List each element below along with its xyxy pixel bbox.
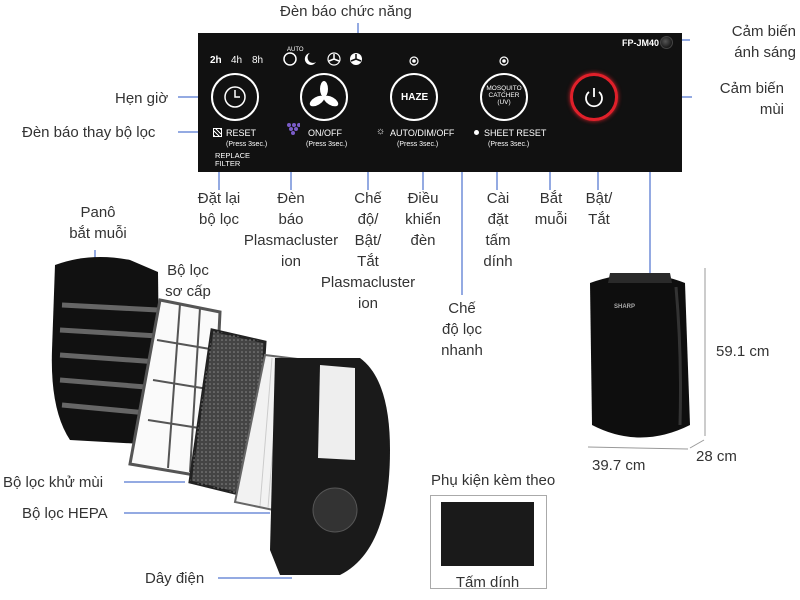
power-button[interactable] (570, 73, 618, 121)
dimension-depth: 28 cm (696, 448, 737, 465)
onoff-sub-label: (Press 3sec.) (306, 141, 348, 148)
label-sticky-sheet-setting: Cài đặt tấm dính (483, 190, 513, 270)
mosquito-panel (51, 256, 160, 445)
label-mosquito-catch: Bắt muỗi (534, 190, 568, 228)
label-function-indicator: Đèn báo chức năng (280, 3, 412, 20)
label-power-cord: Dây điện (145, 570, 205, 587)
label-light-control: Điều khiển đèn (405, 190, 441, 249)
label-accessories: Phụ kiện kèm theo (431, 472, 556, 489)
timer-button[interactable] (211, 73, 259, 121)
sheet-reset-sub-label: (Press 3sec.) (488, 141, 530, 148)
indicator-dots (409, 56, 509, 66)
sheet-reset-label: SHEET RESET (484, 128, 547, 138)
mode-onoff-button[interactable] (300, 73, 348, 121)
product-logo: SHARP (614, 304, 636, 310)
reset-sub-label: (Press 3sec.) (226, 141, 268, 148)
label-mode-onoff: Chế độ/ Bật/ Tắt Plasmacluster ion (320, 190, 416, 312)
sun-icon: ☼ (376, 126, 386, 137)
reset-label: RESET (226, 128, 257, 138)
clock-icon (224, 86, 246, 108)
label-timer: Hẹn giờ (115, 90, 169, 107)
haze-button-label: HAZE (401, 92, 429, 103)
plasmacluster-icon (287, 123, 300, 135)
auto-indicator-label: AUTO (287, 47, 304, 53)
filter-indicator-icon (213, 128, 222, 137)
timer-option-8h: 8h (252, 55, 264, 66)
label-light-sensor: Cảm biến ánh sáng (731, 23, 796, 61)
auto-dim-off-label: AUTO/DIM/OFF (390, 128, 455, 138)
auto-fan-icon (283, 52, 297, 66)
power-icon (585, 88, 603, 108)
dimension-width: 39.7 cm (592, 457, 646, 474)
sticky-sheet-image (441, 502, 534, 566)
mosquito-catcher-button[interactable]: MOSQUITO CATCHER (UV) (480, 73, 528, 121)
timer-option-4h: 4h (231, 55, 243, 66)
fan-icon (327, 52, 341, 66)
mosquito-button-label: MOSQUITO CATCHER (UV) (486, 85, 522, 106)
haze-button[interactable]: HAZE (390, 73, 438, 121)
timer-option-2h: 2h (210, 55, 222, 66)
label-filter-change-indicator: Đèn báo thay bộ lọc (22, 124, 156, 141)
product-image (590, 273, 690, 438)
main-body (270, 358, 390, 575)
label-odor-sensor: Cảm biến mùi (719, 80, 784, 118)
label-plasmacluster-indicator: Đèn báo Plasmacluster ion (243, 190, 339, 270)
label-reset-filter: Đặt lại bộ lọc (197, 190, 241, 228)
light-sensor (660, 36, 673, 49)
onoff-label: ON/OFF (308, 128, 342, 138)
model-number: FP-JM40 (622, 38, 660, 48)
sheet-reset-dot (474, 130, 479, 135)
label-power: Bật/ Tắt (585, 190, 613, 228)
label-mosquito-panel: Panô bắt muỗi (69, 204, 127, 242)
dimension-height: 59.1 cm (716, 343, 770, 360)
label-sticky-sheet: Tấm dính (455, 574, 520, 591)
auto-dim-sub-label: (Press 3sec.) (397, 141, 439, 148)
label-deodorizing-filter: Bộ lọc khử mùi (3, 474, 104, 491)
mode-indicator-icons (283, 52, 362, 66)
label-fast-filter-mode: Chế độ lọc nhanh (441, 300, 483, 359)
moon-icon (304, 53, 316, 65)
replace-filter-label: REPLACE FILTER (215, 151, 251, 168)
fan-blade-icon (309, 81, 339, 107)
exploded-view (51, 256, 390, 575)
label-pre-filter: Bộ lọc sơ cấp (165, 262, 211, 300)
label-hepa-filter: Bộ lọc HEPA (22, 505, 108, 522)
